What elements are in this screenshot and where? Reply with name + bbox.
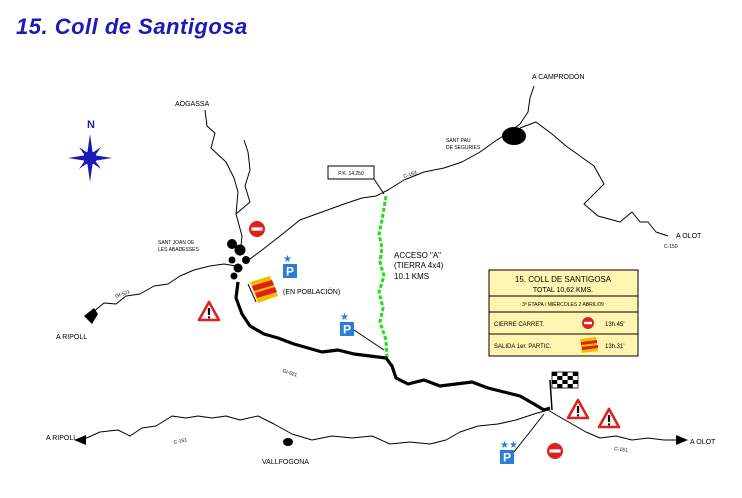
info-box-cierre-label: CIERRE CARRET. <box>494 322 544 328</box>
road-north-branch <box>235 139 251 215</box>
info-box-total: TOTAL 10,62 KMS. <box>533 287 593 294</box>
svg-text:★: ★ <box>340 312 349 323</box>
arrow-icon-ripoll-bottom <box>74 435 86 445</box>
warning-icon-east-2 <box>597 407 621 429</box>
no-entry-icon-legend <box>582 317 594 329</box>
arrow-icon-ripoll-top <box>84 308 98 324</box>
parking-icon-bottom: ★★ <box>500 413 545 465</box>
svg-text:★★: ★★ <box>500 440 518 451</box>
info-box-etapa: 3ª ETAPA / MIÉRCOLES 2 ABRIL/09 <box>522 301 604 308</box>
no-entry-icon-north <box>249 221 265 237</box>
access-route-a <box>377 195 389 359</box>
pk-marker: P.K. 14.250 <box>327 165 385 195</box>
road-ripoll-top <box>91 263 237 314</box>
town-icon-sant-joan <box>227 239 250 280</box>
place-a-olot-bottom: A OLOT <box>690 439 716 446</box>
acceso-line2: (TIERRA 4x4) <box>394 261 444 270</box>
place-sant-pau-1: SANT PAU <box>446 138 471 144</box>
parking-icon-sant-joan: ★ <box>283 254 297 279</box>
compass-north-letter: N <box>87 119 95 131</box>
road-label-gi521: GI-521 <box>281 368 298 378</box>
place-sant-pau-2: DE SEGURIES <box>446 145 481 151</box>
road-label-c153: C-153 <box>403 170 418 180</box>
town-icon-vallfogona <box>283 438 293 446</box>
place-vallfogona: VALLFOGONA <box>262 459 309 466</box>
info-box-title: 15. COLL DE SANTIGOSA <box>515 275 612 284</box>
road-label-gi521-west: GI-521 <box>115 289 132 300</box>
road-bottom <box>81 409 680 445</box>
place-a-ripoll-bottom: A RIPOLL <box>46 435 77 442</box>
acceso-line1: ACCESO "A" <box>394 251 441 260</box>
no-entry-icon-south <box>547 443 563 459</box>
pk-label: P.K. 14.250 <box>338 171 364 177</box>
warning-icon-west <box>197 300 221 322</box>
place-aogassa: AOGASSA <box>175 101 210 108</box>
svg-text:★: ★ <box>283 254 292 265</box>
stage-info-box: 15. COLL DE SANTIGOSA TOTAL 10,62 KMS. 3… <box>488 269 639 357</box>
place-a-olot-top: A OLOT <box>676 233 702 240</box>
info-box-cierre-time: 13h.45' <box>605 322 625 328</box>
place-sant-joan-2: LES ABADESSES <box>158 247 200 253</box>
acceso-line3: 10.1 KMS <box>394 272 429 281</box>
road-label-c150: C-150 <box>664 244 678 250</box>
start-flag-icon-legend <box>580 337 598 353</box>
road-aogassa <box>204 109 243 257</box>
place-a-ripoll-top: A RIPOLL <box>56 334 87 341</box>
finish-flag-icon <box>549 371 579 411</box>
town-icon-sant-pau <box>502 127 526 145</box>
info-box-salida-label: SALIDA 1er. PARTIC. <box>494 344 552 350</box>
arrow-icon-olot-bottom <box>676 435 688 445</box>
place-a-camprodon: A CAMPRODÓN <box>532 72 585 81</box>
start-flag-icon <box>247 276 278 303</box>
road-network <box>81 85 680 445</box>
parking-icon-access: ★ <box>340 312 385 351</box>
road-east-olot <box>519 121 669 237</box>
parking-note: (EN POBLACIÓN) <box>283 287 340 296</box>
road-c153 <box>245 85 535 263</box>
compass-rose-icon: N <box>68 119 112 182</box>
map-title: 15. Coll de Santigosa <box>16 14 248 39</box>
road-label-c151-bottom: C-151 <box>173 437 188 446</box>
stage-route <box>234 281 551 412</box>
road-label-c151-right: C-151 <box>614 446 629 454</box>
place-sant-joan-1: SANT JOAN DE <box>158 240 195 246</box>
info-box-salida-time: 13h.31' <box>605 344 625 350</box>
warning-icon-east-1 <box>566 398 590 420</box>
